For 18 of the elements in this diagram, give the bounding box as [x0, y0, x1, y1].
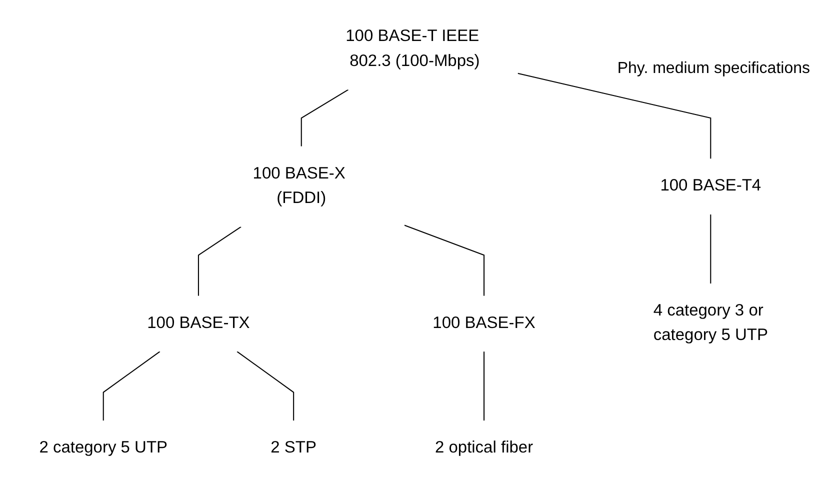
- node-text: 100 BASE-T IEEE 802.3 (100-Mbps): [346, 28, 480, 70]
- connector: [710, 214, 712, 284]
- connector: [102, 350, 160, 420]
- node-text: 100 BASE-FX: [432, 314, 536, 332]
- node-text: 2 STP: [270, 438, 316, 456]
- node-text: 100 BASE-X (FDDI): [252, 164, 346, 207]
- node-text: 100 BASE-T4: [660, 177, 762, 195]
- node-text: 2 category 5 UTP: [39, 438, 168, 456]
- node-text: 2 optical fiber: [434, 438, 534, 456]
- connector: [484, 351, 485, 420]
- connector: [300, 88, 348, 146]
- connector: [404, 224, 485, 296]
- node-text: 4 category 3 or category 5 UTP: [653, 302, 768, 344]
- connector: [518, 72, 712, 158]
- connector: [236, 350, 294, 420]
- connector: [198, 226, 242, 296]
- annotation-label: Phy. medium specifications: [617, 60, 810, 78]
- node-text: 100 BASE-TX: [147, 314, 250, 332]
